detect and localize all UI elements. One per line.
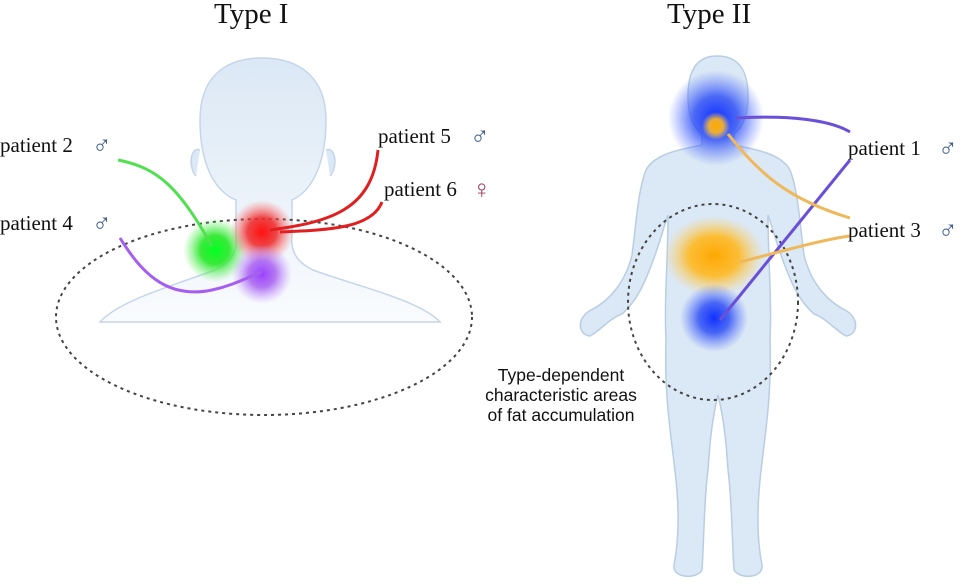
patient-5-label: patient 5 (378, 124, 451, 148)
caption-line-2: characteristic areas (485, 385, 637, 405)
type2-title: Type II (667, 0, 752, 30)
type1-title: Type I (214, 0, 289, 30)
type2-fat-area-ellipse (627, 203, 799, 401)
connector-patient-1-neck (735, 115, 851, 134)
female-symbol-icon: ♀ (472, 174, 492, 204)
connector-patient-1-abdomen (718, 159, 852, 321)
orange-neck-fat-spot (702, 112, 730, 140)
purple-fat-spot (232, 244, 292, 304)
connector-patient-2 (117, 158, 214, 247)
male-symbol-icon: ♂ (92, 208, 112, 238)
male-symbol-icon: ♂ (92, 130, 112, 160)
male-symbol-icon: ♂ (470, 121, 490, 151)
connector-patient-4 (118, 237, 263, 294)
orange-abdomen-fat-spot (664, 216, 764, 296)
caption-line-1: Type-dependent (497, 365, 625, 385)
connector-patient-6 (279, 201, 384, 234)
male-symbol-icon: ♂ (938, 215, 958, 245)
connector-patient-3-neck (726, 133, 851, 220)
patient-3-label: patient 3 (848, 218, 921, 242)
patient-4-label: patient 4 (0, 211, 73, 235)
patient-2-label: patient 2 (0, 133, 73, 157)
male-symbol-icon: ♂ (938, 133, 958, 163)
fat-accumulation-caption: Type-dependent characteristic areas of f… (456, 365, 666, 425)
red-fat-spot (230, 200, 294, 264)
connector-patient-5 (269, 149, 380, 232)
patient-6-label: patient 6 (384, 177, 457, 201)
connector-patient-3-abdomen (739, 234, 851, 264)
blue-lower-abdomen-fat-spot (680, 284, 748, 352)
patient-1-label: patient 1 (848, 136, 921, 160)
caption-line-3: of fat accumulation (487, 405, 635, 425)
